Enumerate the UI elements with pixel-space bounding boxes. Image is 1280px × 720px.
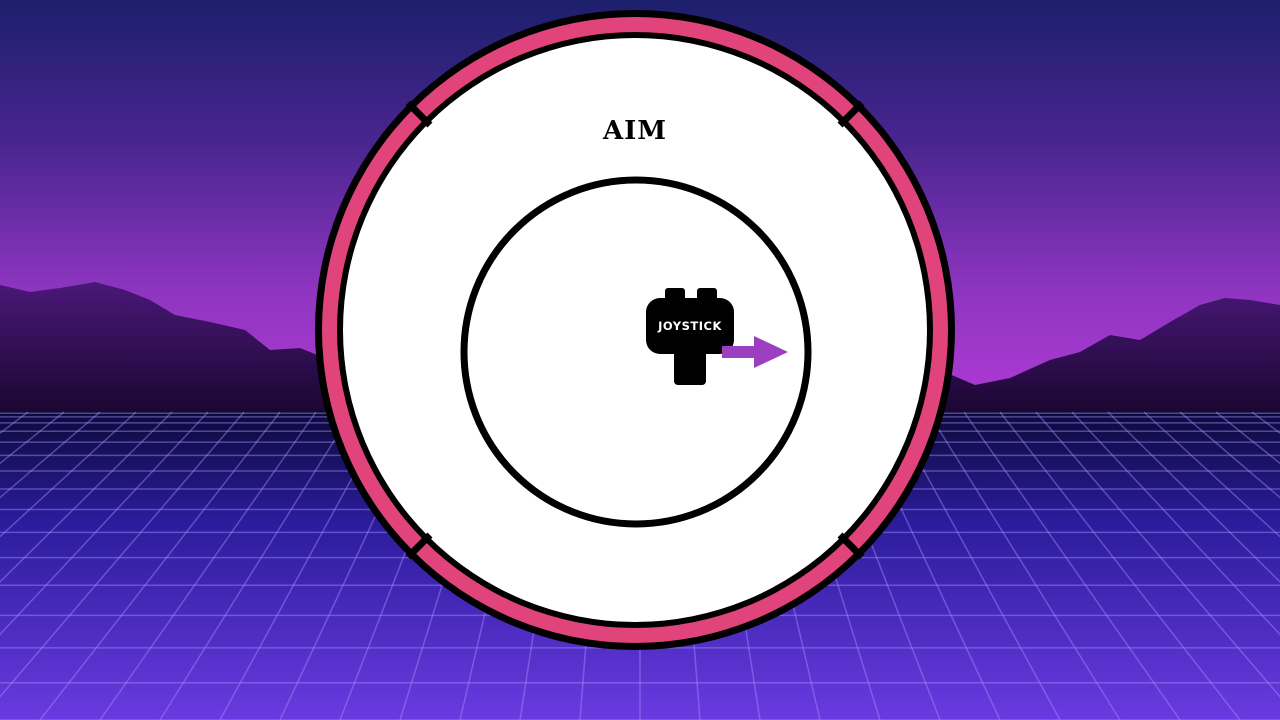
joystick-icon[interactable] [646,288,734,385]
arrow-right-icon [722,336,788,368]
joystick-zone[interactable] [460,176,812,528]
joystick-label: JOYSTICK [658,319,722,333]
aim-label: AIM [602,116,668,146]
